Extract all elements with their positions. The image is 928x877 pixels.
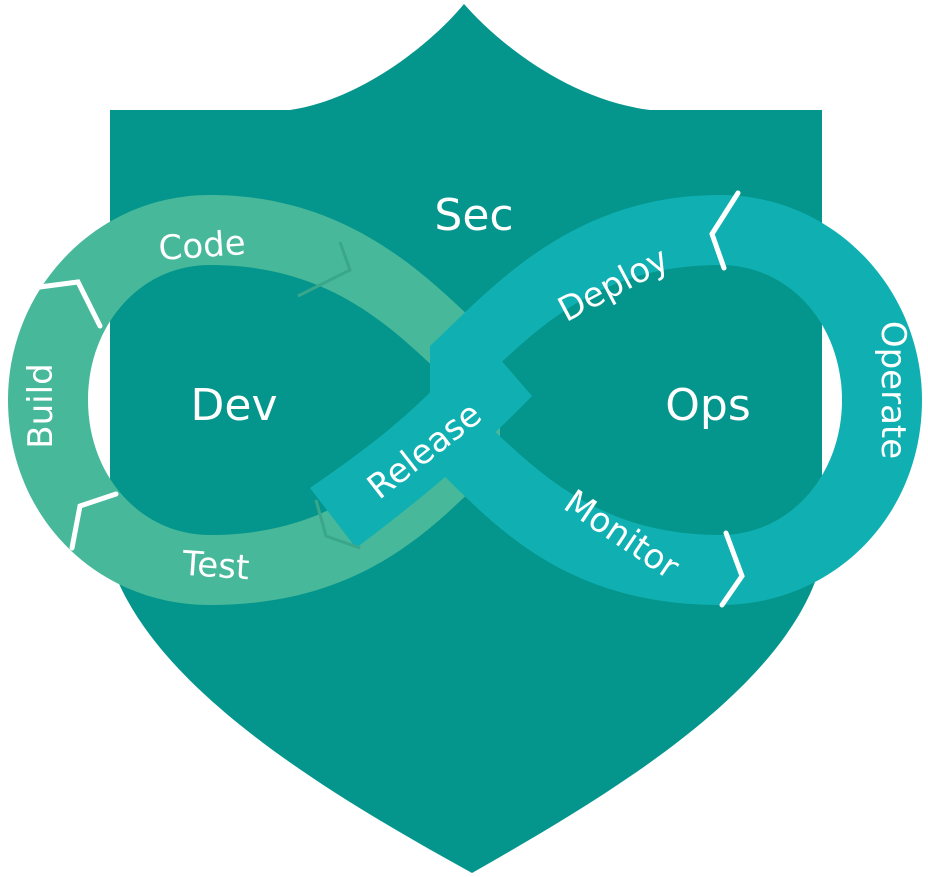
band-chevrons	[297, 241, 361, 550]
separator-code-build	[29, 279, 103, 329]
segment-separators	[29, 190, 745, 608]
release-band	[310, 336, 532, 548]
step-test-label: Test	[180, 544, 251, 589]
ops-label: Ops	[665, 380, 751, 431]
step-operate-label: Operate	[873, 321, 913, 459]
separator-deploy-operate	[709, 190, 741, 271]
sec-label: Sec	[434, 190, 513, 241]
separator-monitor-operate	[719, 530, 745, 608]
chevron-code	[297, 241, 352, 298]
step-code-label: Code	[157, 223, 247, 269]
step-build-label: Build	[21, 363, 61, 448]
chevron-test	[314, 499, 361, 550]
dev-label: Dev	[191, 380, 278, 431]
separator-build-test	[69, 491, 119, 551]
ops-loop	[430, 195, 922, 605]
